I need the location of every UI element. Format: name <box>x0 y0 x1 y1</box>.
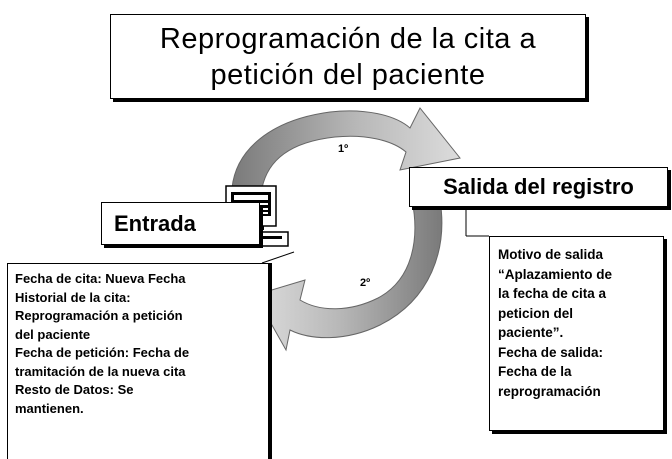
note-right-line: Motivo de salida <box>498 247 604 262</box>
entrada-details-note: Fecha de cita: Nueva Fecha Historial de … <box>7 263 269 459</box>
note-left-line: Reprogramación a petición <box>15 308 183 323</box>
arrow-first <box>231 107 461 189</box>
note-right-line: Fecha de la <box>498 364 572 379</box>
note-left-line: mantienen. <box>15 400 84 416</box>
note-right-line: paciente”. <box>498 325 564 340</box>
note-right-line: reprogramación <box>498 383 601 399</box>
connector-entrada <box>261 251 295 264</box>
salida-details-note: Motivo de salida “Aplazamiento de la fec… <box>489 236 664 431</box>
note-left-line: Resto de Datos: Se <box>15 382 134 397</box>
note-right-line: Fecha de salida: <box>498 344 604 360</box>
title-line-2: petición del paciente <box>210 58 486 91</box>
page-title: Reprogramación de la cita a petición del… <box>160 21 536 93</box>
salida-box: Salida del registro <box>409 167 668 207</box>
entrada-label: Entrada <box>114 210 196 236</box>
note-left-line: Historial de la cita: <box>15 289 131 305</box>
arrow-second <box>254 199 443 352</box>
entrada-box: Entrada <box>101 202 260 245</box>
note-left-line: del paciente <box>15 326 91 342</box>
note-right-line: la fecha de cita a <box>498 286 607 301</box>
note-right-line: “Aplazamiento de <box>498 266 613 282</box>
note-left-line: Fecha de petición: Fecha de <box>15 345 190 360</box>
note-left-line: tramitación de la nueva cita <box>15 363 186 379</box>
salida-label: Salida del registro <box>443 174 634 199</box>
note-right-line: peticion del <box>498 305 574 321</box>
arrow-first-label: 1º <box>338 143 348 155</box>
note-left-line: Fecha de cita: Nueva Fecha <box>15 271 186 286</box>
title-line-1: Reprogramación de la cita a <box>159 22 537 55</box>
title-box: Reprogramación de la cita a petición del… <box>110 14 586 99</box>
arrow-second-label: 2º <box>360 277 370 289</box>
